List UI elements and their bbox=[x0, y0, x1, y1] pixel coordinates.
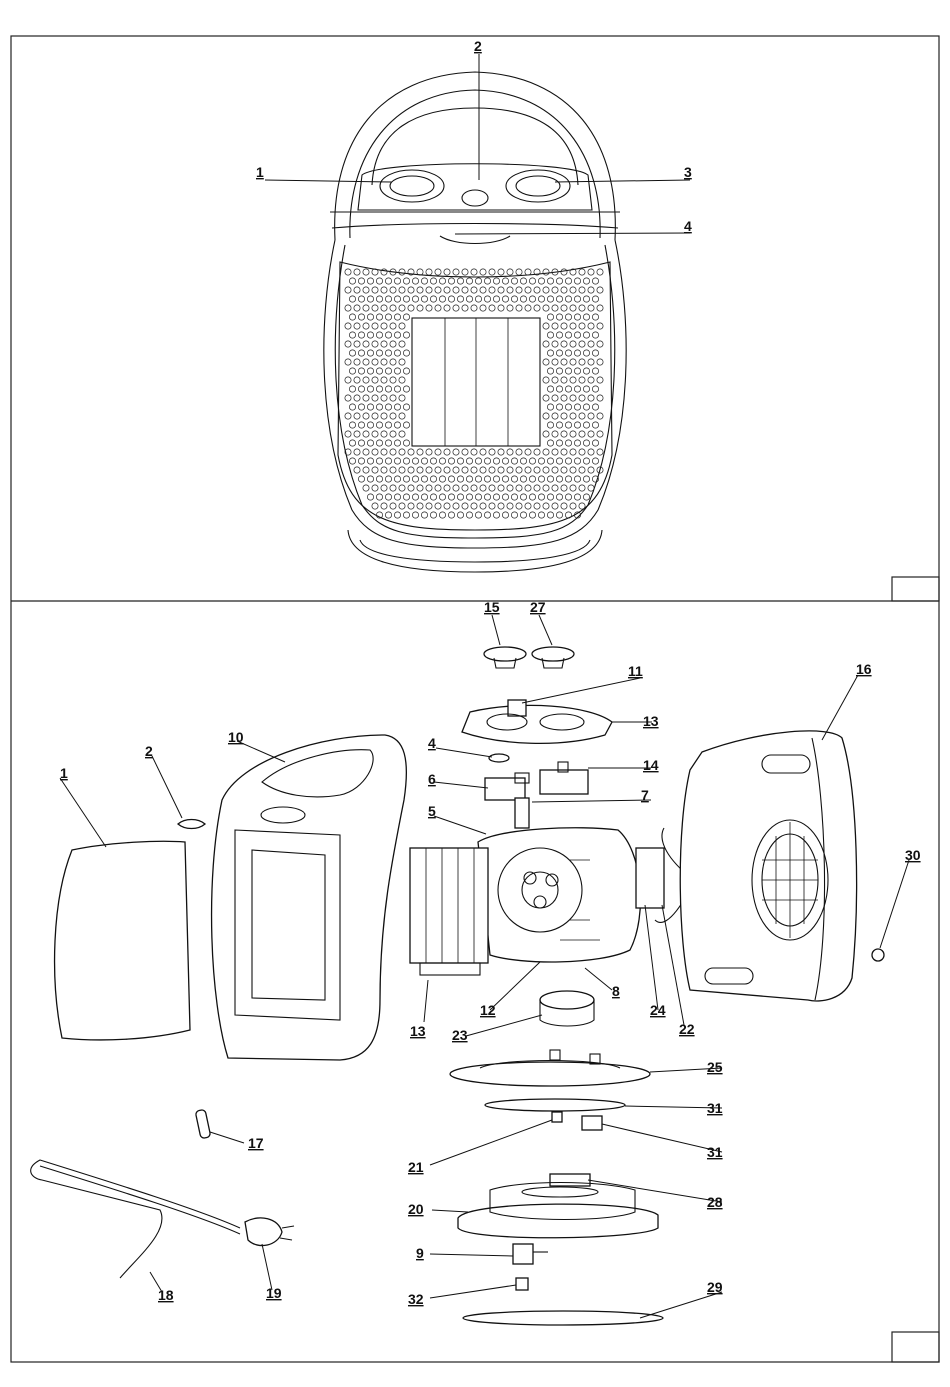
part-21-pivot bbox=[552, 1112, 562, 1122]
grille-perforations bbox=[345, 269, 603, 518]
part-17-spacer bbox=[195, 1109, 211, 1138]
callout-9: 9 bbox=[416, 1245, 424, 1261]
callout-8: 8 bbox=[612, 983, 620, 999]
callout-17: 17 bbox=[248, 1135, 264, 1151]
part-2-lamp-lens bbox=[178, 820, 205, 829]
callout-24: 24 bbox=[650, 1002, 666, 1018]
corner-box-top bbox=[892, 577, 939, 601]
top-callout-4: 4 bbox=[684, 218, 692, 234]
callout-23: 23 bbox=[452, 1027, 468, 1043]
callout-16: 16 bbox=[856, 661, 872, 677]
exploded-parts bbox=[31, 647, 884, 1325]
callout-31-gasket: 31 bbox=[707, 1100, 723, 1116]
callout-2: 2 bbox=[145, 743, 153, 759]
part-18-power-cord bbox=[31, 1160, 240, 1278]
callout-13-top: 13 bbox=[643, 713, 659, 729]
callout-30: 30 bbox=[905, 847, 921, 863]
part-31-gasket bbox=[485, 1099, 625, 1111]
callout-22: 22 bbox=[679, 1021, 695, 1037]
callout-14: 14 bbox=[643, 757, 659, 773]
callout-21: 21 bbox=[408, 1159, 424, 1175]
part-27-knob bbox=[532, 647, 574, 668]
part-4-lamp bbox=[489, 754, 509, 762]
part-23-motor-cap bbox=[540, 991, 594, 1026]
callout-10: 10 bbox=[228, 729, 244, 745]
callout-29: 29 bbox=[707, 1279, 723, 1295]
part-28-coupling bbox=[550, 1174, 590, 1186]
top-callouts: 1 2 3 4 bbox=[256, 38, 692, 234]
callout-1: 1 bbox=[60, 765, 68, 781]
part-13-ceramic-element bbox=[410, 848, 488, 975]
part-19-plug bbox=[245, 1218, 294, 1246]
callout-28: 28 bbox=[707, 1194, 723, 1210]
part-24-motor bbox=[636, 848, 664, 908]
page-frame bbox=[11, 36, 939, 1362]
callout-6: 6 bbox=[428, 771, 436, 787]
top-callout-3: 3 bbox=[684, 164, 692, 180]
top-callout-1: 1 bbox=[256, 164, 264, 180]
part-16-rear-housing bbox=[680, 731, 856, 1001]
part-10-front-housing bbox=[212, 735, 407, 1060]
part-13-control-plate bbox=[462, 700, 612, 743]
part-14-thermostat bbox=[540, 762, 588, 794]
callout-13-bottom: 13 bbox=[410, 1023, 426, 1039]
callout-31-clip: 31 bbox=[707, 1144, 723, 1160]
part-32-gear bbox=[516, 1278, 528, 1290]
part-1-front-grille bbox=[55, 841, 190, 1040]
corner-box-bottom bbox=[892, 1332, 939, 1362]
callout-4: 4 bbox=[428, 735, 436, 751]
callout-27: 27 bbox=[530, 599, 546, 615]
callout-20: 20 bbox=[408, 1201, 424, 1217]
part-7-bracket bbox=[515, 798, 529, 828]
part-6-switch bbox=[485, 773, 529, 800]
part-30-screw-cap bbox=[872, 949, 884, 961]
callout-15: 15 bbox=[484, 599, 500, 615]
callout-7: 7 bbox=[641, 787, 649, 803]
part-25-base-plate bbox=[450, 1050, 650, 1086]
callout-25: 25 bbox=[707, 1059, 723, 1075]
top-callout-2: 2 bbox=[474, 38, 482, 54]
part-20-rotating-base bbox=[458, 1183, 658, 1238]
part-31-clip bbox=[582, 1116, 602, 1130]
part-5-fan-housing bbox=[478, 828, 640, 962]
callout-11: 11 bbox=[628, 663, 643, 679]
callout-12: 12 bbox=[480, 1002, 496, 1018]
callout-18: 18 bbox=[158, 1287, 174, 1303]
part-9-synchronous-motor bbox=[513, 1244, 548, 1264]
part-29-base-ring bbox=[463, 1311, 663, 1325]
callout-19: 19 bbox=[266, 1285, 282, 1301]
part-15-knob bbox=[484, 647, 526, 668]
callout-5: 5 bbox=[428, 803, 436, 819]
callout-32: 32 bbox=[408, 1291, 424, 1307]
